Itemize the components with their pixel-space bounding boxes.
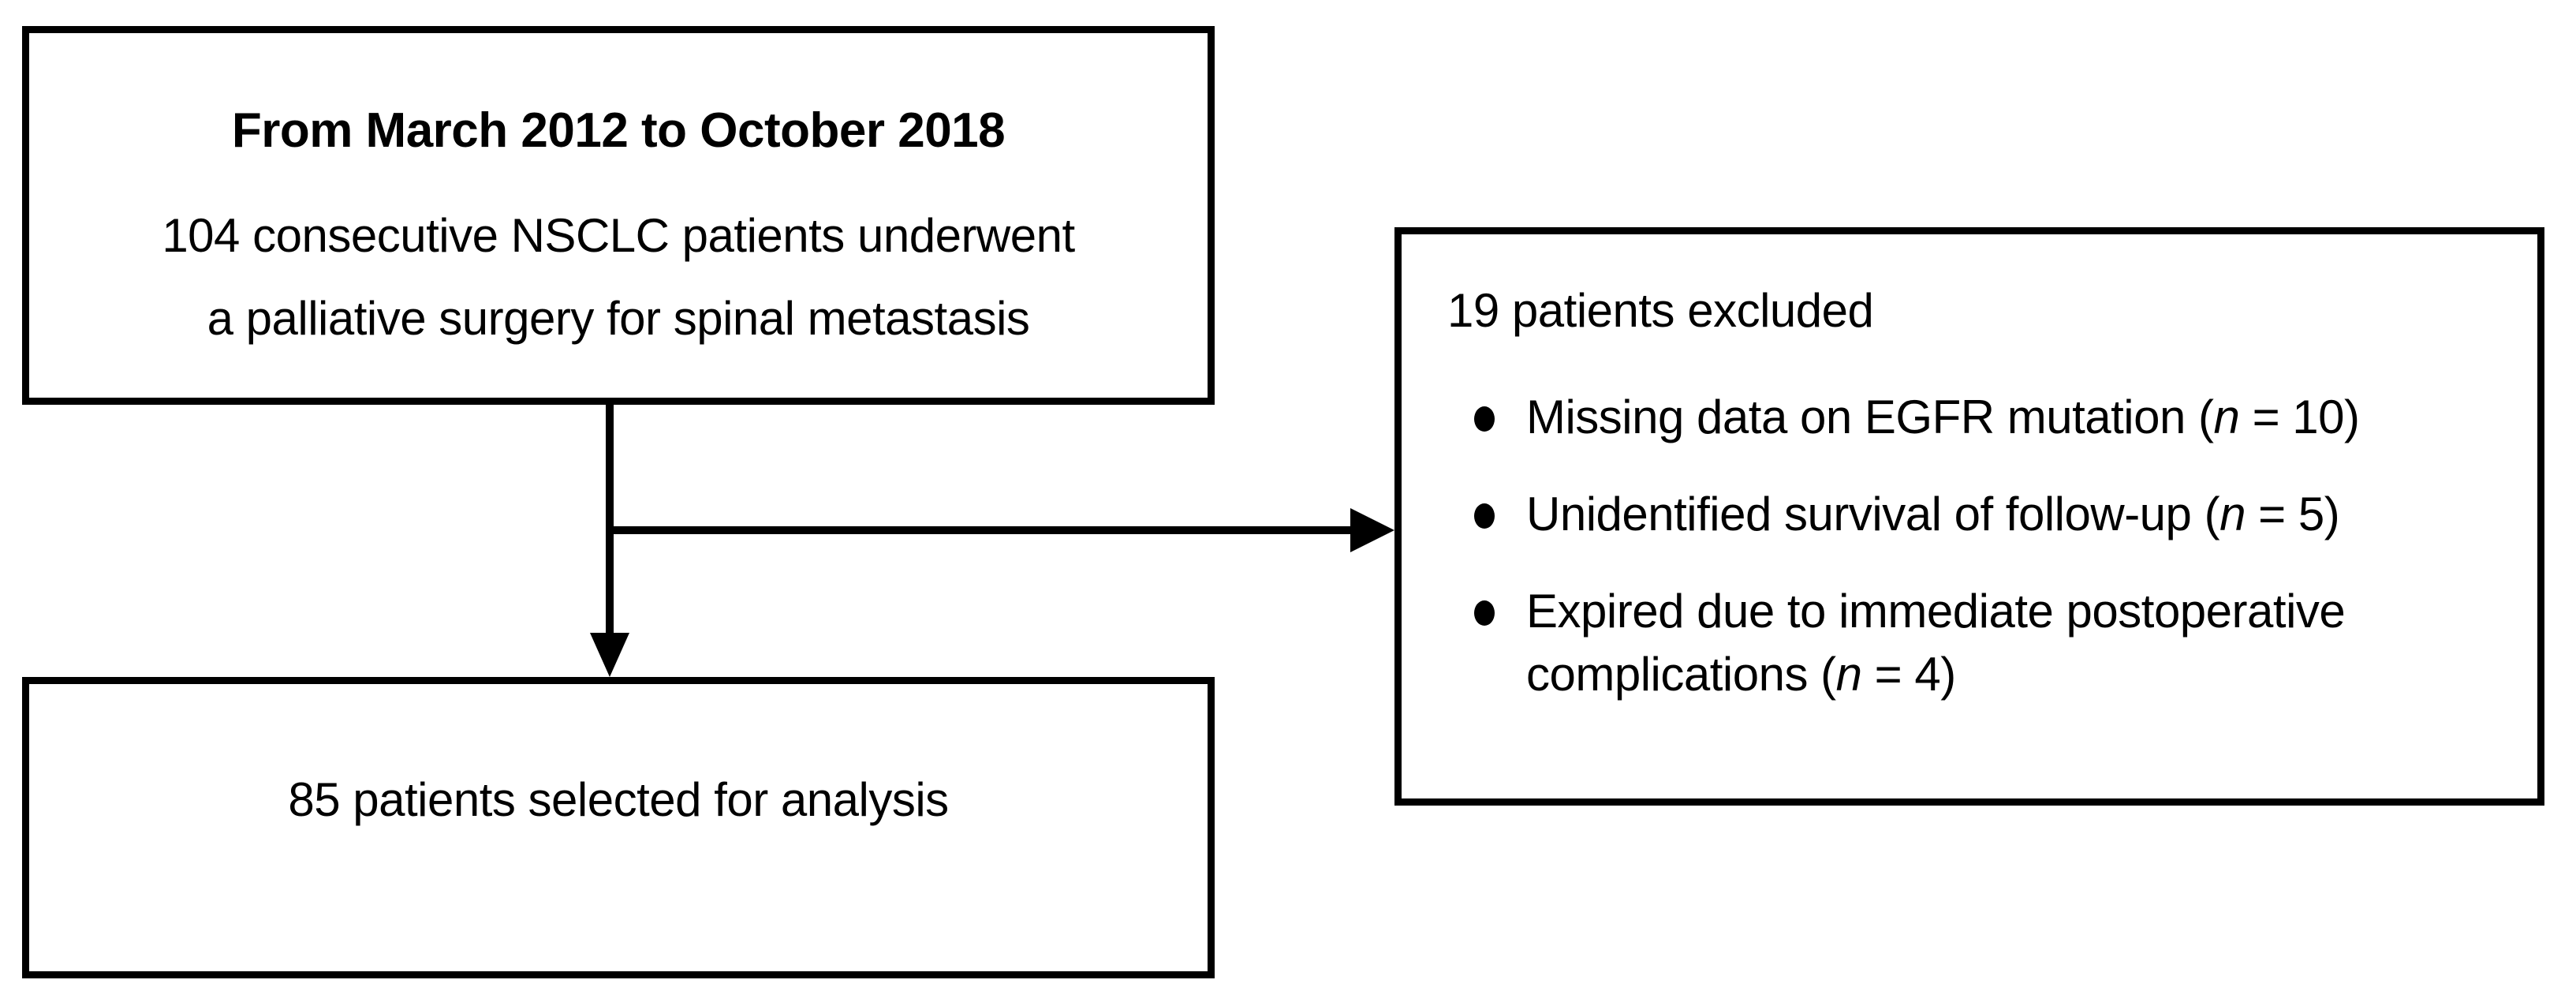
excluded-reason-count-1: = 10) <box>2239 391 2360 443</box>
bullet-dot-icon <box>1474 600 1495 626</box>
excluded-box-heading: 19 patients excluded <box>1447 284 1874 337</box>
list-item: Unidentified survival of follow-up (n = … <box>1447 483 2522 545</box>
connector-horizontal-line <box>610 526 1367 534</box>
connector-vertical-line <box>606 404 614 641</box>
cohort-box-title: From March 2012 to October 2018 <box>231 103 1006 158</box>
cohort-box-line-2: a palliative surgery for spinal metastas… <box>207 292 1030 345</box>
excluded-box: 19 patients excluded Missing data on EGF… <box>1394 227 2544 806</box>
bullet-dot-icon <box>1474 503 1495 529</box>
excluded-reason-count-3: = 4) <box>1861 647 1957 701</box>
analysis-box-line-1: 85 patients selected for analysis <box>288 773 949 826</box>
n-symbol-1: n <box>2213 391 2240 443</box>
bullet-dot-icon <box>1474 406 1495 432</box>
cohort-box: From March 2012 to October 2018 104 cons… <box>22 26 1215 405</box>
excluded-reason-text-1: Missing data on EGFR mutation ( <box>1526 391 2214 443</box>
analysis-box: 85 patients selected for analysis <box>22 677 1215 978</box>
n-symbol-2: n <box>2219 488 2246 541</box>
list-item: Expired due to immediate postoperative c… <box>1447 580 2522 705</box>
arrow-right-icon <box>1350 508 1394 552</box>
excluded-reason-text-2: Unidentified survival of follow-up ( <box>1526 488 2220 541</box>
list-item: Missing data on EGFR mutation (n = 10) <box>1447 386 2522 448</box>
excluded-reason-list: Missing data on EGFR mutation (n = 10) U… <box>1447 386 2522 740</box>
excluded-reason-count-2: = 5) <box>2245 488 2340 541</box>
excluded-reason-text-3: Expired due to immediate postoperative c… <box>1526 585 2346 701</box>
n-symbol-3: n <box>1835 647 1862 701</box>
cohort-box-line-1: 104 consecutive NSCLC patients underwent <box>162 209 1075 262</box>
arrow-down-icon <box>590 633 629 677</box>
